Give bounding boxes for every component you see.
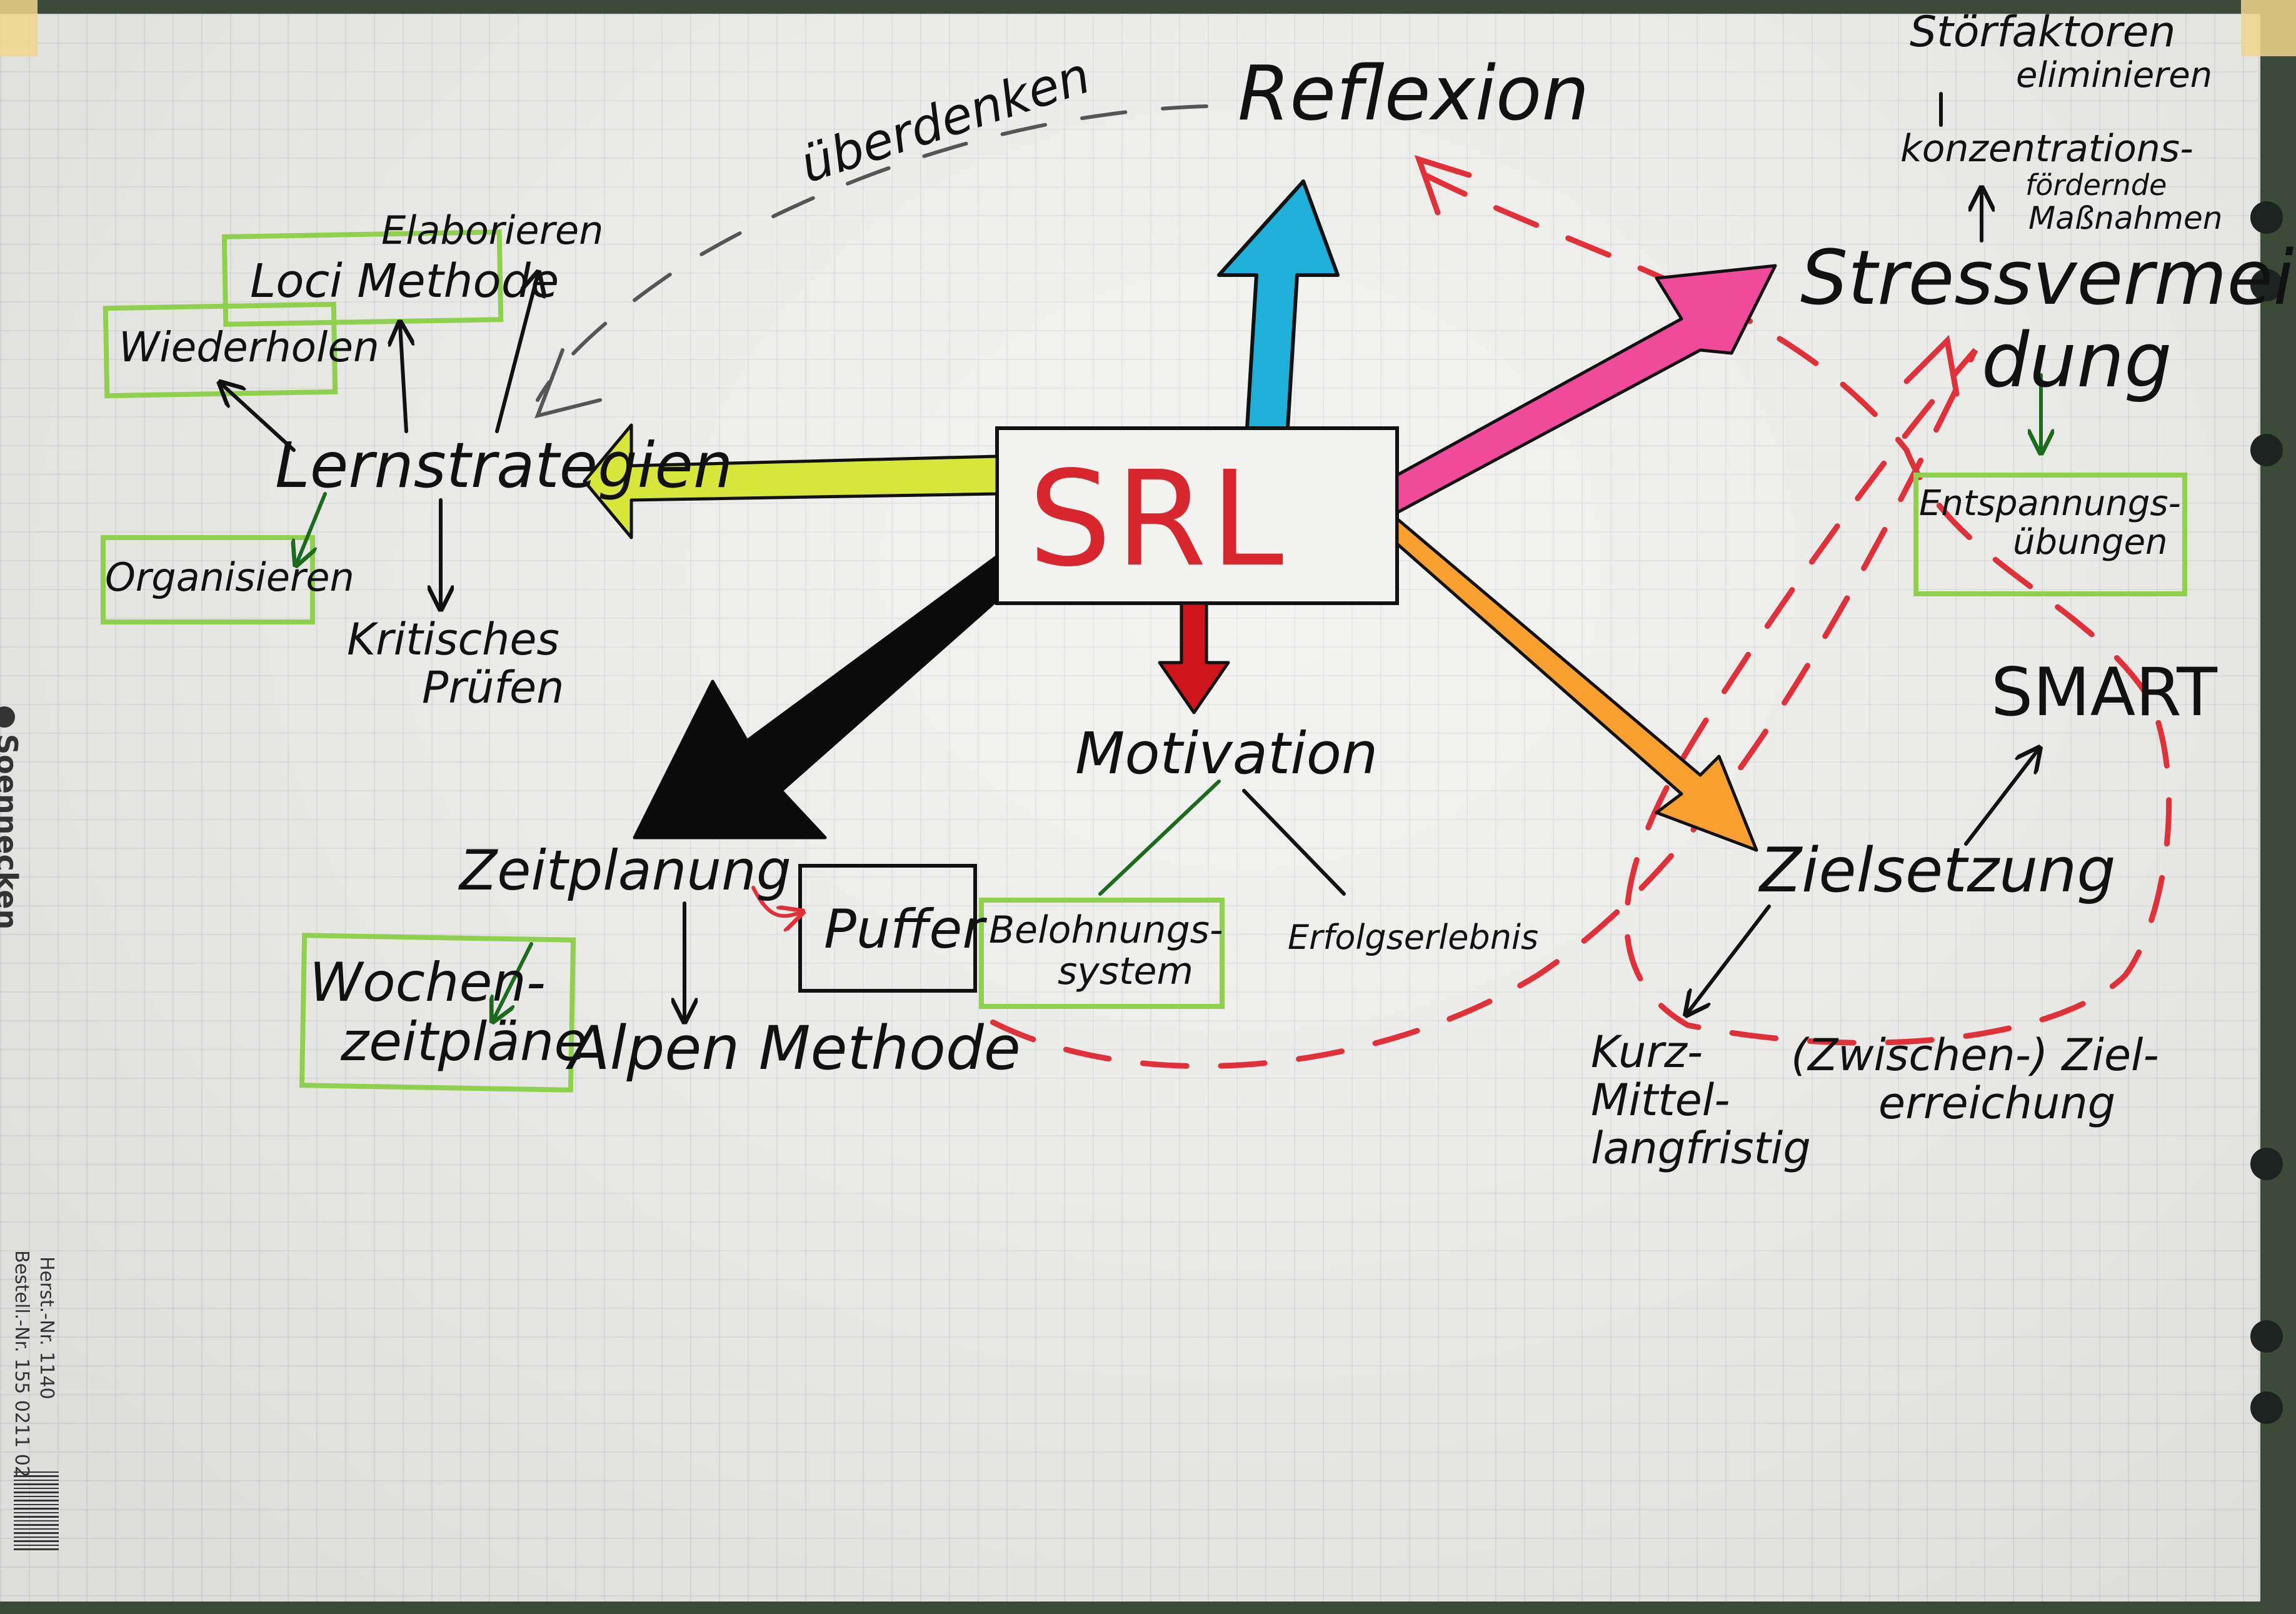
line-to-belohnung [1098,779,1221,896]
brand-icon [0,706,16,728]
brand-name: Soennecken [0,734,24,930]
label-zielerreichung: (Zwischen-) Ziel- erreichung [1791,1031,2159,1128]
label-kritisches-line1: Kritisches [347,614,559,665]
punch-hole [2250,1148,2283,1180]
label-organisieren: Organisieren [105,554,354,600]
label-kritisches: Kritisches Prüfen [347,616,564,712]
flipchart-sheet [0,14,2260,1601]
label-fristig-line2: Mittel- [1591,1075,1730,1126]
srl-title: SRL [1028,443,1288,596]
label-reflexion: Reflexion [1238,51,1590,138]
line-to-organisieren [297,492,327,563]
label-smart: SMART [1991,654,2217,731]
label-zielsetzung: Zielsetzung [1760,835,2116,906]
red-arrow-motivation [1158,601,1230,714]
paper-shading [0,14,2258,1601]
label-wochen-line1: Wochen- [309,951,546,1014]
cycle-arrowhead-top [1414,155,1472,216]
label-zielerreichung-line2: erreichung [1878,1078,2116,1129]
line-to-wiederholen [222,384,296,452]
label-konz-line1: konzentrations- [1900,127,2193,171]
blue-arrow-reflexion [1217,179,1340,430]
label-kritisches-line2: Prüfen [422,662,564,713]
line-to-loci [400,325,406,433]
label-konz-line2: fördernde [2025,168,2167,202]
label-belohnung-line2: system [1058,950,1193,993]
label-stressvermeidung: Stressvermei- dung [1800,238,2296,403]
tape-top-left [0,0,38,56]
line-to-smart [1964,750,2038,846]
label-fristig-line3: langfristig [1591,1123,1811,1174]
punch-hole [2250,434,2283,466]
line-to-fristig [1688,905,1771,1013]
label-wochen-line2: zeitpläne [341,1010,588,1073]
line-to-wochen [494,942,533,1019]
cycle-arrowhead-stress [1903,334,1960,397]
pink-arrow-stressvermeidung [1395,264,1777,514]
orange-arrow-zielsetzung [1395,517,1758,852]
label-wochenzeitplaene: Wochen- zeitpläne [309,953,587,1071]
label-puffer: Puffer [824,898,985,961]
srl-box [995,426,1399,605]
label-stoer-line1: Störfaktoren [1910,8,2176,57]
box-wochenzeitplaene [299,933,576,1093]
box-entspannung [1913,473,2187,596]
punch-hole [2250,1320,2283,1353]
label-stoer-line2: eliminieren [2016,54,2213,96]
label-motivation: Motivation [1075,720,1378,787]
label-erfolgserlebnis: Erfolgserlebnis [1288,918,1539,957]
tape-top-right [2241,0,2296,56]
green-boxes [101,229,2187,1093]
line-to-elaborieren [495,275,538,433]
label-entspannung-line2: übungen [2013,521,2168,563]
box-belohnungssystem [979,898,1225,1009]
punch-hole [2250,1391,2283,1424]
punch-hole [2250,201,2283,234]
label-wiederholen: Wiederholen [119,323,379,371]
label-alpen-methode: Alpen Methode [569,1013,1021,1083]
label-belohnung-line1: Belohnungs- [989,908,1223,952]
brand-logo: Soennecken [0,706,24,930]
label-belohnungssystem: Belohnungs- system [989,910,1223,992]
punch-hole [2250,269,2283,301]
label-konzentration: konzentrations- fördernde Maßnahmen [1900,128,2222,236]
label-zielerreichung-line1: (Zwischen-) Ziel- [1791,1030,2159,1081]
label-konz-line3: Maßnahmen [2028,199,2223,236]
barcode [14,1469,59,1550]
label-stress-line2: dung [1982,318,2172,404]
black-arrow-zeitplanung [633,554,999,840]
box-organisieren [101,535,315,624]
cycle-dashed-loop [972,172,2172,1070]
ueberdenken-arrowhead [534,348,602,419]
label-entspannung-line1: Entspannungs- [1919,483,2181,524]
label-fristig: Kurz- Mittel- langfristig [1591,1028,1811,1173]
article-number: Herst.-Nr. 1140 [36,1256,58,1400]
label-loci-methode: Loci Methode [250,254,559,308]
label-stoerfaktoren: Störfaktoren eliminieren [1910,9,2212,94]
line-to-puffer [751,886,800,916]
order-number: Bestell.-Nr. 155 0211 02 [11,1250,33,1478]
box-loci-methode [221,229,504,327]
label-zeitplanung: Zeitplanung [459,838,791,903]
label-lernstrategien: Lernstrategien [275,429,733,502]
ueberdenken-dashed-arc [536,104,1208,402]
yellow-arrow-lernstrategien [583,423,999,539]
label-entspannung: Entspannungs- übungen [1919,484,2181,561]
label-stress-line1: Stressvermei- [1800,235,2296,322]
line-to-erfolgserlebnis [1242,789,1346,896]
label-fristig-line1: Kurz- [1591,1026,1703,1078]
label-elaborieren: Elaborieren [381,208,604,253]
